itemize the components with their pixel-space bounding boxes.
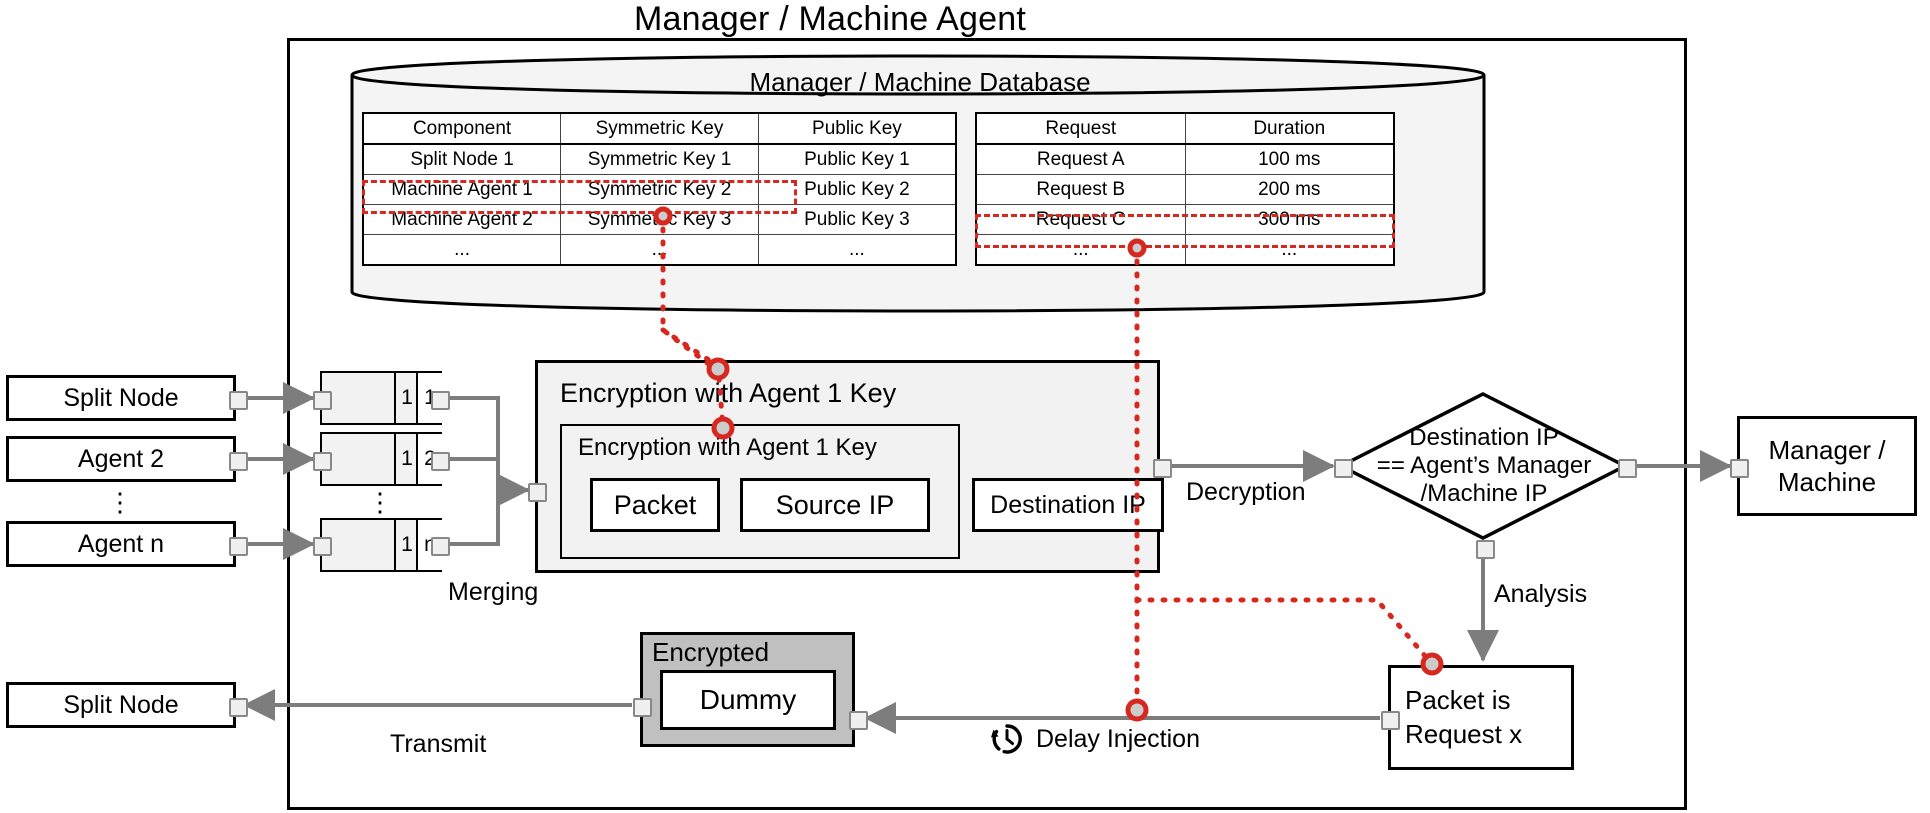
- request-cell: 200 ms: [1184, 174, 1395, 205]
- key-cell: ...: [757, 234, 957, 266]
- packet-request-line-2: Request x: [1405, 718, 1523, 749]
- queue-index-1: 1: [394, 373, 418, 423]
- destination-line-1: Manager /: [1768, 434, 1886, 465]
- port: [849, 711, 868, 730]
- request-cell: Request A: [975, 143, 1186, 175]
- port: [229, 698, 248, 717]
- packet-request-line-1: Packet is: [1405, 684, 1511, 715]
- key-cell: Symmetric Key 1: [560, 143, 759, 175]
- key-cell: ...: [362, 234, 562, 266]
- port: [1334, 459, 1353, 478]
- port: [431, 537, 450, 556]
- packet-is-request-box[interactable]: Packet is Request x: [1388, 665, 1574, 770]
- port: [1618, 459, 1637, 478]
- request-cell: Request B: [975, 174, 1186, 205]
- encryption-inner-label: Encryption with Agent 1 Key: [578, 434, 877, 461]
- port: [313, 537, 332, 556]
- edge-label-transmit: Transmit: [390, 730, 487, 758]
- key-cell: Split Node 1: [362, 143, 562, 175]
- destination-box-manager-machine[interactable]: Manager / Machine: [1737, 416, 1917, 516]
- clock-delay-icon: [988, 720, 1026, 758]
- key-cell: Public Key 2: [757, 174, 957, 205]
- key-table-header-symmetric-key: Symmetric Key: [560, 112, 759, 145]
- source-box-agent-2[interactable]: Agent 2: [6, 436, 236, 482]
- request-cell: ...: [1184, 234, 1395, 266]
- port: [313, 391, 332, 410]
- table-row: Request A 100 ms: [975, 143, 1395, 175]
- encryption-outer-label: Encryption with Agent 1 Key: [560, 378, 897, 408]
- key-cell: ...: [560, 234, 759, 266]
- key-table-header-component: Component: [362, 112, 562, 145]
- decision-label: Destination IP == Agent’s Manager /Machi…: [1358, 418, 1610, 514]
- edge-label-analysis: Analysis: [1494, 580, 1588, 608]
- queue-list-ellipsis: ⋮: [367, 486, 393, 517]
- packet-field-source-ip: Source IP: [740, 478, 930, 532]
- queue-box-n: 1 n: [320, 518, 442, 572]
- decision-line-1: Destination IP: [1409, 423, 1559, 451]
- table-row: ... ...: [975, 234, 1395, 266]
- port: [229, 391, 248, 410]
- key-cell: Machine Agent 1: [362, 174, 562, 205]
- transmit-target-split-node[interactable]: Split Node: [6, 682, 236, 728]
- key-cell: Public Key 3: [757, 204, 957, 235]
- queue-index-n: 1: [394, 520, 418, 570]
- edge-label-merging: Merging: [448, 578, 539, 606]
- source-box-split-node[interactable]: Split Node: [6, 375, 236, 421]
- database-label: Manager / Machine Database: [749, 66, 1091, 97]
- key-cell: Symmetric Key 2: [560, 174, 759, 205]
- destination-line-2: Machine: [1777, 467, 1877, 497]
- queue-box-1: 1 1: [320, 371, 442, 425]
- table-header-row: Component Symmetric Key Public Key: [362, 112, 957, 145]
- port: [1381, 711, 1400, 730]
- request-cell: 300 ms: [1184, 204, 1395, 235]
- port: [229, 537, 248, 556]
- dummy-box: Dummy: [660, 670, 836, 730]
- manager-machine-agent-boundary: [287, 38, 1687, 810]
- page-title: Manager / Machine Agent: [633, 0, 1027, 38]
- port: [1153, 459, 1172, 478]
- packet-field-packet: Packet: [590, 478, 720, 532]
- request-table-header-request: Request: [975, 112, 1186, 145]
- edge-label-decryption: Decryption: [1186, 478, 1306, 506]
- key-table-highlight-box: [362, 180, 797, 214]
- request-table-highlight-box: [975, 214, 1395, 248]
- port: [1730, 459, 1749, 478]
- port: [1476, 540, 1495, 559]
- request-cell: 100 ms: [1184, 143, 1395, 175]
- port: [431, 391, 450, 410]
- port: [229, 452, 248, 471]
- table-row: ... ... ...: [362, 234, 957, 266]
- port: [313, 452, 332, 471]
- source-box-agent-n[interactable]: Agent n: [6, 521, 236, 567]
- edge-label-delay-injection: Delay Injection: [1036, 724, 1200, 753]
- request-table-header-duration: Duration: [1184, 112, 1395, 145]
- port: [633, 698, 652, 717]
- packet-field-destination-ip: Destination IP: [972, 478, 1164, 532]
- encrypted-label: Encrypted: [652, 637, 770, 667]
- source-list-ellipsis: ⋮: [107, 486, 133, 517]
- delay-injection-group: Delay Injection: [988, 718, 1318, 760]
- queue-id-1: 1: [416, 373, 442, 423]
- table-row-highlighted: Request C 300 ms: [975, 204, 1395, 235]
- key-table-header-public-key: Public Key: [757, 112, 957, 145]
- request-cell: ...: [975, 234, 1186, 266]
- decision-line-2: == Agent’s Manager: [1376, 451, 1592, 479]
- table-row: Request B 200 ms: [975, 174, 1395, 205]
- port: [528, 483, 547, 502]
- queue-index-2: 1: [394, 434, 418, 484]
- table-row-highlighted: Machine Agent 1 Symmetric Key 2 Public K…: [362, 174, 957, 205]
- key-cell: Public Key 1: [757, 143, 957, 175]
- decision-line-3: /Machine IP: [1420, 480, 1548, 508]
- queue-box-2: 1 2: [320, 432, 442, 486]
- table-row: Split Node 1 Symmetric Key 1 Public Key …: [362, 143, 957, 175]
- request-table: Request Duration Request A 100 ms Reques…: [975, 112, 1395, 266]
- port: [431, 452, 450, 471]
- table-header-row: Request Duration: [975, 112, 1395, 145]
